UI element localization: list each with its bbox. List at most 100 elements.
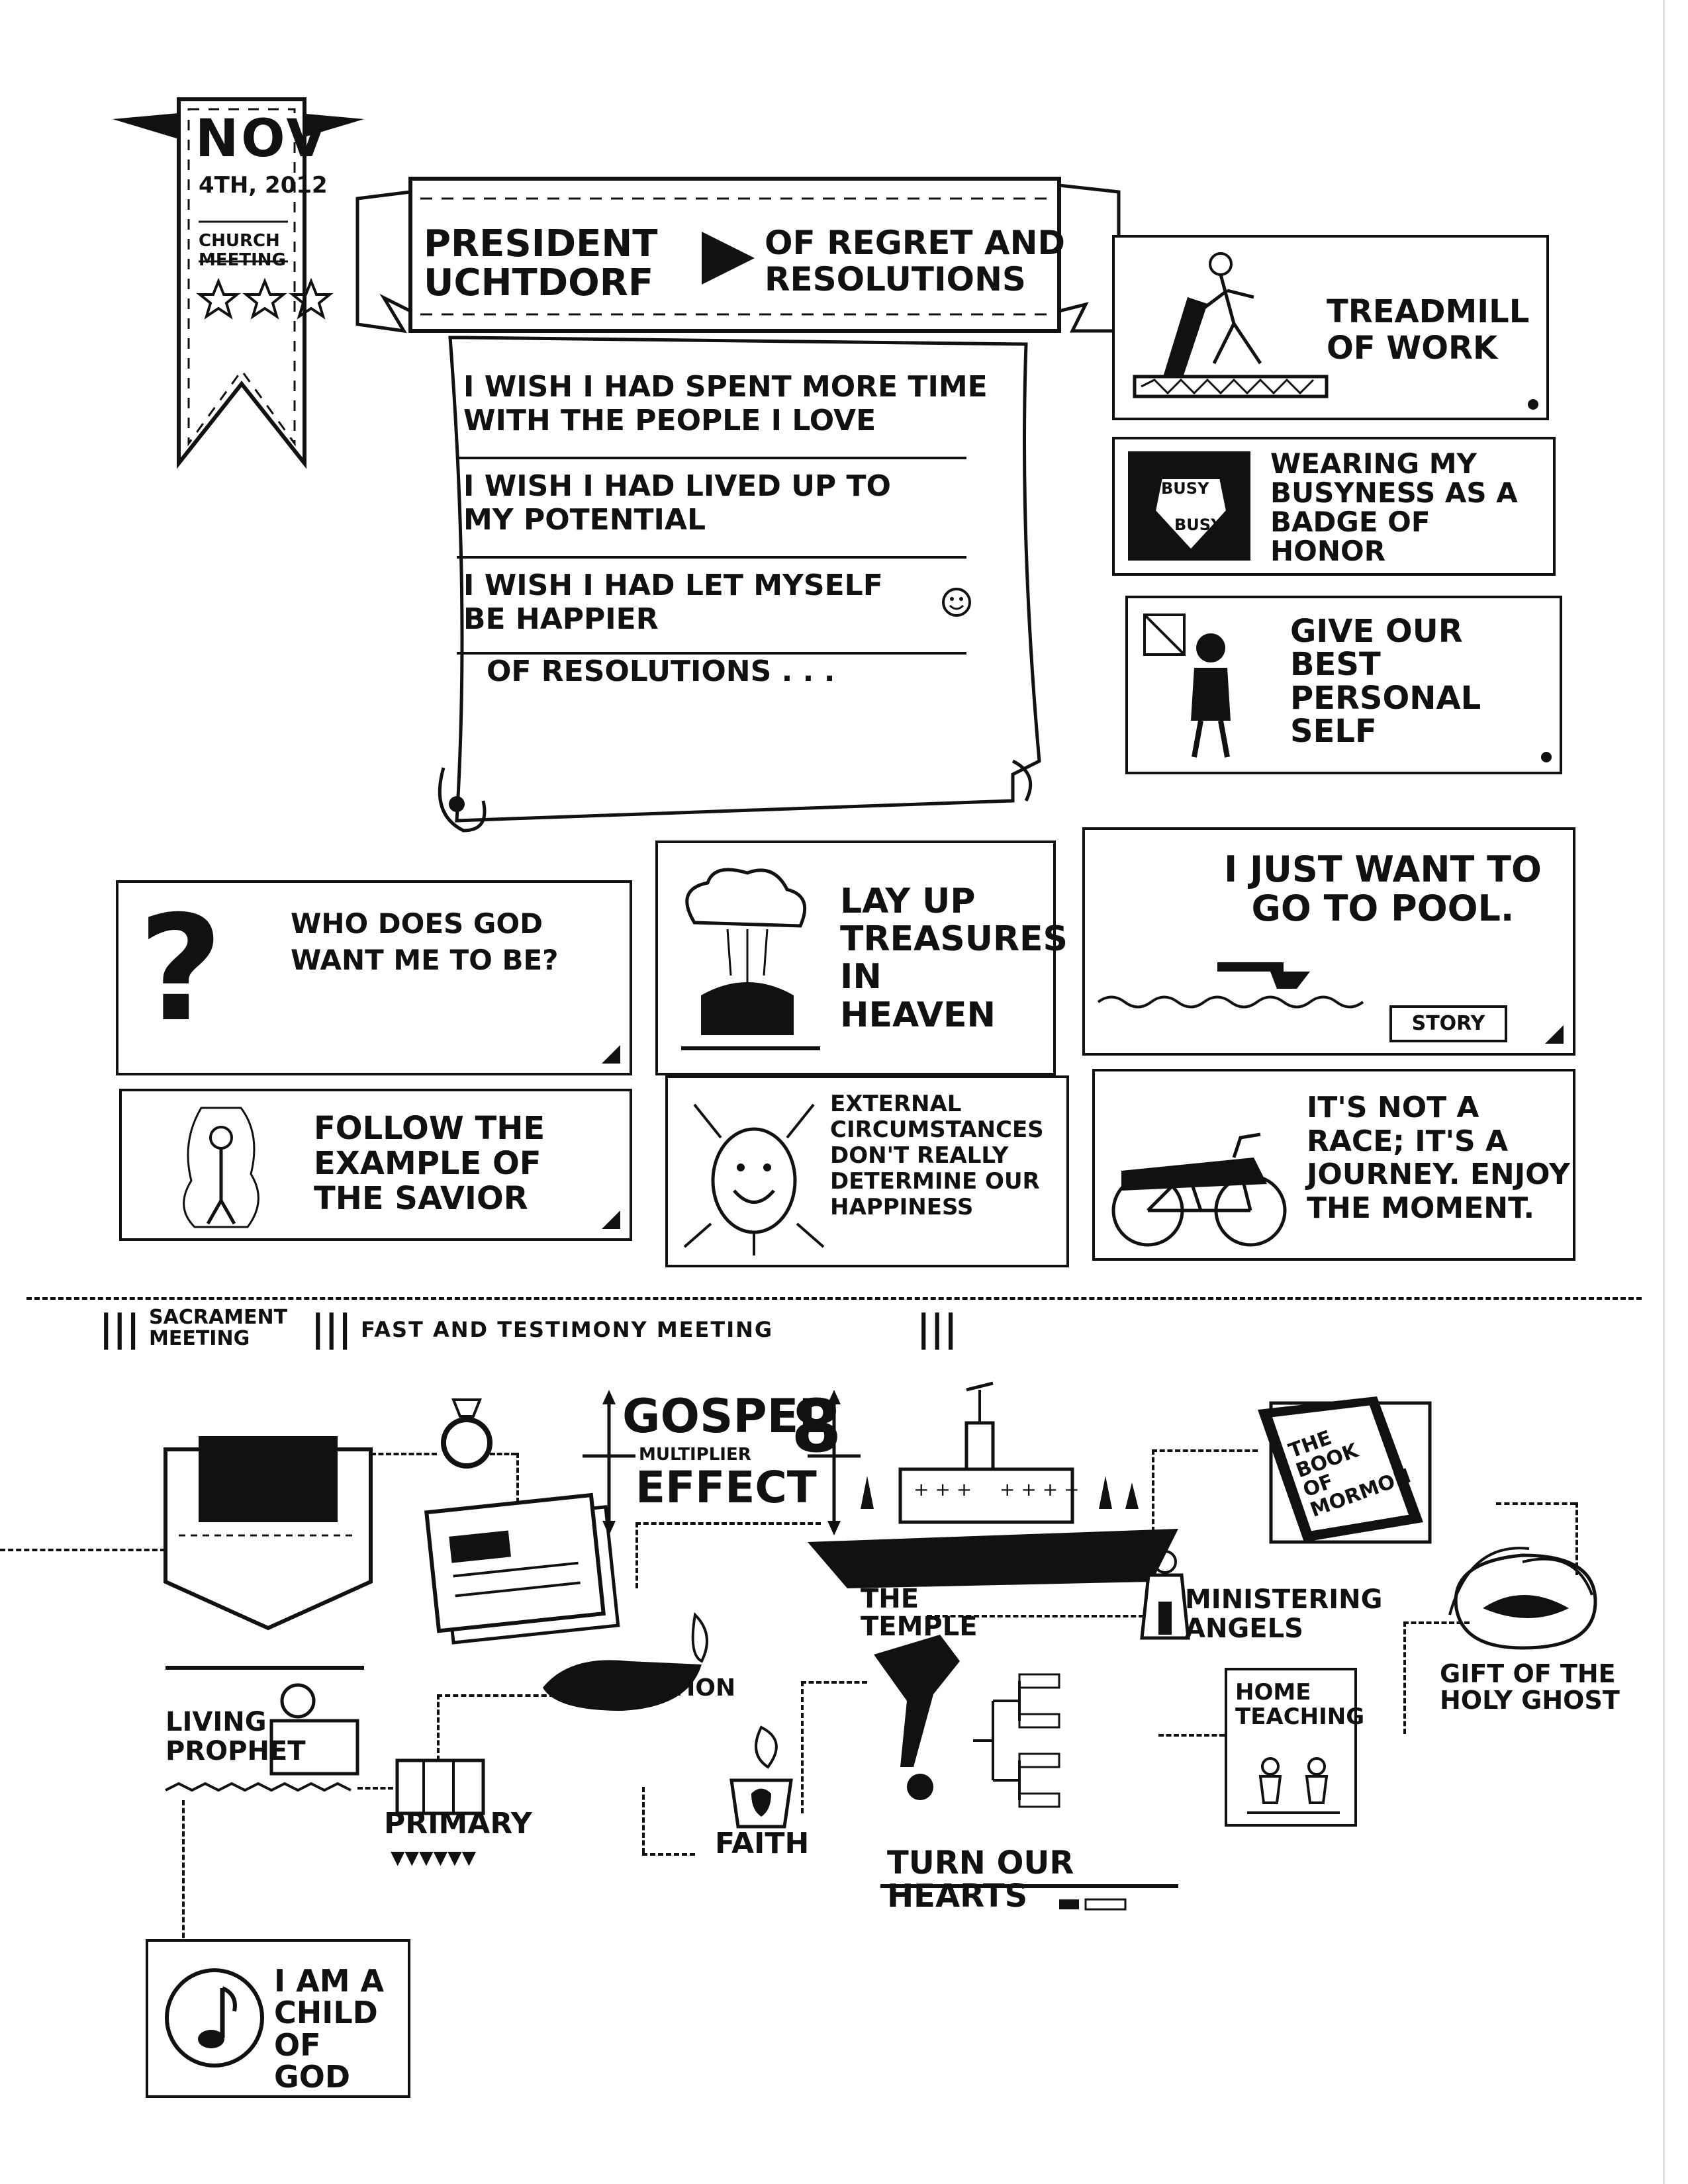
- date-day-year: 4TH, 2012: [199, 172, 328, 199]
- connector-line: [0, 1549, 165, 1551]
- busy-tag: BUSY: [1161, 479, 1209, 498]
- circumstances-panel: EXTERNAL CIRCUMSTANCES DON'T REALLY DETE…: [665, 1075, 1069, 1267]
- connector-line: [1575, 1502, 1578, 1575]
- angels-label: MINISTERING ANGELS: [1185, 1584, 1383, 1644]
- angel-icon: [1140, 1550, 1190, 1640]
- bars-icon: |||: [99, 1307, 140, 1350]
- connector-line: [642, 1853, 695, 1856]
- regret-item: I WISH I HAD SPENT MORE TIME WITH THE PE…: [463, 370, 988, 437]
- preparation-label: PREPARATION: [549, 1674, 736, 1702]
- pool-panel: I JUST WANT TO GO TO POOL. STORY: [1082, 827, 1575, 1056]
- connector-line: [635, 1522, 638, 1588]
- connector-line: [437, 1694, 440, 1807]
- effect-text: EFFECT: [635, 1462, 817, 1513]
- date-month: NOV: [195, 109, 329, 169]
- oil-lamp-icon: [543, 1612, 708, 1711]
- gospel-text: GOSPEL: [622, 1389, 829, 1443]
- treadmill-icon: [1133, 252, 1329, 398]
- regret-divider: [457, 457, 966, 459]
- connector-line: [635, 1522, 821, 1525]
- pulpit-icon: [165, 1666, 364, 1792]
- eight-text: 8: [791, 1384, 842, 1469]
- shirt-pocket-icon: [164, 1436, 373, 1631]
- triangles-icon: ▼▼▼▼▼▼: [391, 1846, 477, 1868]
- connector-line: [1403, 1621, 1406, 1734]
- connector-line: [927, 1615, 1152, 1617]
- book-icon: [1258, 1396, 1432, 1544]
- event-label: CHURCH MEETING: [199, 231, 286, 270]
- connector-line: [1158, 1734, 1225, 1737]
- person-icon: [1143, 614, 1231, 758]
- connector-line: [371, 1453, 437, 1455]
- fast-label: FAST AND TESTIMONY MEETING: [361, 1317, 774, 1342]
- busy-tag: BUSY: [1174, 516, 1223, 534]
- banner-ribbon-icon: [113, 97, 364, 469]
- savior-figure-icon: [183, 1107, 259, 1228]
- temple-icon: + + + + + + +: [808, 1381, 1178, 1588]
- page-edge: [1663, 0, 1665, 2184]
- story-button[interactable]: STORY: [1389, 1005, 1507, 1042]
- papers-icon: [424, 1492, 620, 1645]
- svg-text:+ + + +: + + + +: [1000, 1479, 1080, 1500]
- connector-line: [1152, 1449, 1154, 1602]
- multiplier-text: MULTIPLIER: [639, 1445, 751, 1465]
- regret-item: I WISH I HAD LIVED UP TO MY POTENTIAL: [463, 469, 891, 537]
- treadmill-text: TREADMILL OF WORK: [1327, 293, 1530, 367]
- child-of-god-label: I AM A CHILD OF GOD: [274, 1963, 385, 2095]
- talk-topic: OF REGRET AND RESOLUTIONS: [765, 224, 1065, 298]
- connector-line: [490, 1453, 516, 1455]
- best-self-text: GIVE OUR BEST PERSONAL SELF: [1290, 613, 1481, 751]
- holy-ghost-label: GIFT OF THE HOLY GHOST: [1440, 1659, 1620, 1715]
- treadmill-panel: TREADMILL OF WORK: [1112, 235, 1549, 420]
- connector-line: [801, 1681, 804, 1813]
- bars-icon: |||: [311, 1307, 352, 1350]
- question-panel: ? WHO DOES GOD WANT ME TO BE?: [116, 880, 632, 1075]
- home-teaching-label: HOME TEACHING: [1235, 1679, 1365, 1731]
- circumstances-text: EXTERNAL CIRCUMSTANCES DON'T REALLY DETE…: [830, 1091, 1044, 1221]
- svg-text:+ + +: + + +: [914, 1479, 972, 1500]
- connector-line: [516, 1453, 519, 1525]
- best-self-panel: GIVE OUR BEST PERSONAL SELF: [1125, 596, 1562, 774]
- sacrament-label: SACRAMENT MEETING: [149, 1306, 288, 1350]
- primary-label: PRIMARY: [384, 1807, 532, 1841]
- home-teaching-panel: HOME TEACHING: [1225, 1668, 1365, 1827]
- regret-divider: [457, 556, 966, 559]
- seed-icon: [729, 1725, 793, 1829]
- prophet-label: LIVING PROPHET: [165, 1707, 306, 1766]
- busyness-panel: BUSY BUSY WEARING MY BUSYNESS AS A BADGE…: [1112, 437, 1556, 576]
- connector-line: [642, 1787, 645, 1853]
- primary-building-icon: [395, 1758, 485, 1815]
- savior-text: FOLLOW THE EXAMPLE OF THE SAVIOR: [314, 1110, 545, 1217]
- family-tree-icon: [874, 1635, 1178, 1911]
- ring-icon: [441, 1398, 492, 1469]
- pool-water-icon: [1097, 962, 1364, 1009]
- teachers-icon: [1247, 1757, 1340, 1814]
- treasures-panel: LAY UP TREASURES IN HEAVEN: [655, 841, 1068, 1075]
- smiley-icon: [942, 588, 971, 617]
- connector-line: [182, 1800, 185, 1946]
- connector-line: [1403, 1621, 1470, 1624]
- title-ribbon-icon: [355, 177, 1121, 334]
- badge-icon: [1128, 451, 1250, 561]
- section-divider: [26, 1297, 1642, 1300]
- savior-panel: FOLLOW THE EXAMPLE OF THE SAVIOR: [119, 1089, 632, 1241]
- connector-line: [1152, 1449, 1258, 1452]
- temple-label: THE TEMPLE: [861, 1584, 978, 1642]
- question-text: WHO DOES GOD WANT ME TO BE?: [291, 907, 559, 976]
- music-note-icon: [165, 1968, 264, 2068]
- stars-icon: [196, 277, 334, 320]
- treasure-chest-icon: [681, 868, 820, 1050]
- arrows-icon: [583, 1390, 861, 1535]
- resolutions-label: OF RESOLUTIONS . . .: [487, 655, 835, 688]
- connector-line: [357, 1787, 424, 1790]
- pool-text: I JUST WANT TO GO TO POOL.: [1224, 848, 1542, 930]
- connector-line: [801, 1681, 867, 1684]
- bars-icon: |||: [917, 1307, 958, 1350]
- smiling-egg-icon: [683, 1103, 825, 1255]
- faith-label: FAITH: [715, 1827, 810, 1860]
- regret-item: I WISH I HAD LET MYSELF BE HAPPIER: [463, 569, 883, 636]
- bicycle-icon: [1111, 1132, 1287, 1247]
- connector-line: [1496, 1502, 1575, 1505]
- hearts-label: TURN OUR HEARTS: [887, 1844, 1074, 1915]
- busyness-text: WEARING MY BUSYNESS AS A BADGE OF HONOR: [1270, 447, 1518, 568]
